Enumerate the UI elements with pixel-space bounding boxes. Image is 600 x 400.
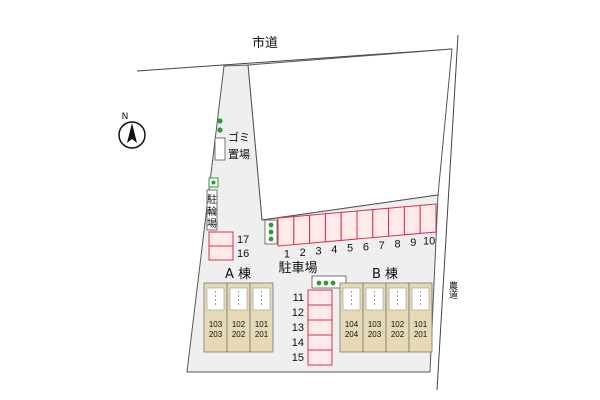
shrub-parking-top xyxy=(264,219,278,245)
parking-space-number: 4 xyxy=(331,244,337,256)
farm-road-label: 農道 xyxy=(447,280,458,300)
garbage-area-shape xyxy=(214,137,226,161)
parking-space-number: 5 xyxy=(347,243,353,255)
bicycle-label-char: 場 xyxy=(207,217,217,230)
parking-space-number: 3 xyxy=(315,246,321,258)
parking-label: 駐車場 xyxy=(278,261,317,276)
unit-number-upper: 103 xyxy=(209,320,223,329)
bicycle-label-char: 輪 xyxy=(207,205,217,218)
unit-number-upper: 102 xyxy=(391,320,405,329)
bicycle-label-char: 駐 xyxy=(207,193,217,206)
bicycle-area-shape xyxy=(206,189,218,231)
unit-number-lower: 203 xyxy=(368,330,382,339)
parking-space-number: 14 xyxy=(292,337,304,349)
parking-space-number: 16 xyxy=(237,248,249,260)
unit-number-upper: 103 xyxy=(368,320,382,329)
parking-space-left xyxy=(208,245,234,261)
compass-letter: N xyxy=(122,112,129,122)
unit-number-lower: 201 xyxy=(414,330,428,339)
neighbor-lot xyxy=(247,48,453,221)
farm-road-edge xyxy=(436,34,459,391)
unit-number-upper: 101 xyxy=(255,320,269,329)
building-a-label: A 棟 xyxy=(225,267,251,282)
unit-number-upper: 102 xyxy=(232,320,246,329)
parking-space-number: 12 xyxy=(292,307,304,319)
unit-number-lower: 203 xyxy=(209,330,223,339)
parking-space-top xyxy=(309,213,326,244)
parking-space-number: 13 xyxy=(292,322,304,334)
bicycle-shrub-dot xyxy=(211,180,216,185)
parking-space-top xyxy=(324,211,342,243)
building-b-label: B 棟 xyxy=(372,267,398,282)
parking-space-top xyxy=(356,209,374,240)
unit-number-lower: 201 xyxy=(255,330,269,339)
garbage-label-line1: ゴミ xyxy=(228,130,250,144)
unit-number-upper: 101 xyxy=(414,320,428,329)
parking-space-number: 2 xyxy=(300,247,306,259)
parking-space-number: 9 xyxy=(410,237,416,249)
shrub-garbage xyxy=(217,118,223,133)
garbage-area-label: ゴミ xyxy=(228,130,250,144)
shrub-parking-column xyxy=(311,275,347,289)
parking-space-number: 10 xyxy=(423,236,435,248)
parking-space-number: 15 xyxy=(292,352,304,364)
unit-number-lower: 202 xyxy=(391,330,405,339)
parking-space-number: 6 xyxy=(363,241,369,253)
parking-space-top xyxy=(340,210,358,241)
parking-space-top xyxy=(293,214,311,246)
parking-space-top xyxy=(277,216,295,247)
parking-space-number: 17 xyxy=(237,234,249,246)
parking-space-column xyxy=(307,334,333,351)
parking-space-number: 8 xyxy=(394,239,400,251)
parking-space-number: 1 xyxy=(284,248,290,260)
parking-space-column xyxy=(307,304,333,321)
parking-space-top xyxy=(388,206,405,237)
parking-space-top xyxy=(372,207,390,239)
parking-space-number: 7 xyxy=(379,240,385,252)
parking-space-column xyxy=(307,349,333,366)
parking-space-column xyxy=(307,289,333,306)
bicycle-area-label: 駐輪場 xyxy=(207,193,217,230)
unit-number-lower: 202 xyxy=(232,330,246,339)
parking-space-column xyxy=(307,319,333,336)
garbage-label-line2: 置場 xyxy=(228,148,250,161)
unit-number-lower: 204 xyxy=(345,330,359,339)
parking-space-number: 11 xyxy=(293,292,304,304)
north-arrow-icon: N xyxy=(118,112,146,149)
city-road-label: 市道 xyxy=(252,35,278,51)
parking-space-left xyxy=(208,231,234,247)
parking-space-top xyxy=(419,203,437,234)
parking-space-top xyxy=(403,204,421,236)
unit-number-upper: 104 xyxy=(345,320,359,329)
parking-right-column: 11 12 13 14 15 xyxy=(292,289,333,366)
